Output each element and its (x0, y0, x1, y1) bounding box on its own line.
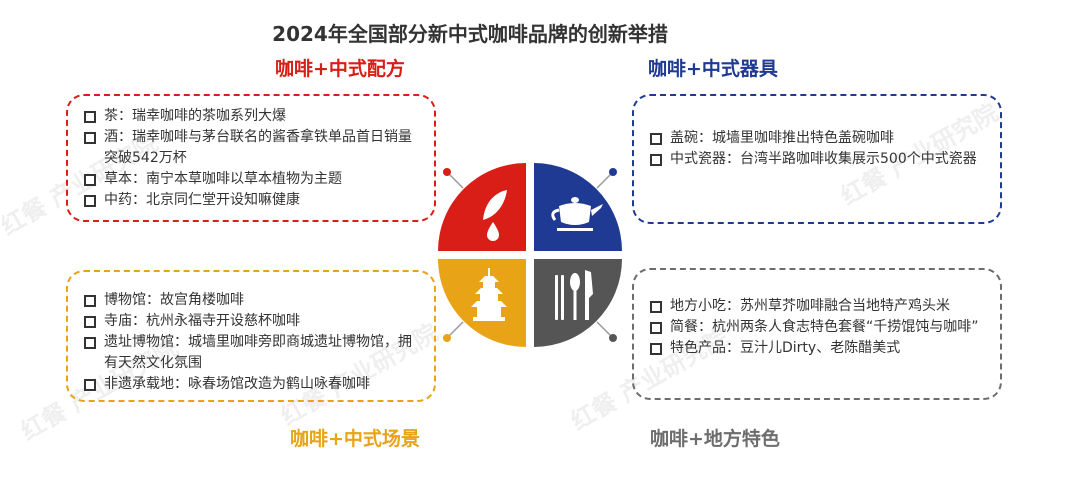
list-item: 简餐：杭州两条人食志特色套餐“千捞馄饨与咖啡” (648, 317, 988, 338)
connector-dot-yellow (443, 334, 451, 342)
heading-formula: 咖啡+中式配方 (275, 58, 405, 80)
list-item: 寺庙：杭州永福寺开设慈杯咖啡 (82, 311, 422, 332)
list-item: 茶：瑞幸咖啡的茶咖系列大爆 (82, 106, 422, 127)
local-box: 地方小吃：苏州草芥咖啡融合当地特产鸡头米 简餐：杭州两条人食志特色套餐“千捞馄饨… (632, 268, 1002, 400)
quadrant-red (438, 163, 526, 251)
connector-line (596, 321, 612, 337)
list-item: 非遗承载地：咏春场馆改造为鹤山咏春咖啡 (82, 374, 422, 395)
heading-utensils: 咖啡+中式器具 (648, 58, 778, 80)
formula-list: 茶：瑞幸咖啡的茶咖系列大爆 酒：瑞幸咖啡与茅台联名的酱香拿铁单品首日销量突破54… (82, 106, 422, 211)
list-item: 中式瓷器：台湾半路咖啡收集展示500个中式瓷器 (648, 149, 988, 170)
connector-line (448, 321, 464, 337)
list-item: 酒：瑞幸咖啡与茅台联名的酱香拿铁单品首日销量突破542万杯 (82, 127, 422, 169)
local-list: 地方小吃：苏州草芥咖啡融合当地特产鸡头米 简餐：杭州两条人食志特色套餐“千捞馄饨… (648, 296, 988, 359)
pagoda-icon (471, 268, 507, 321)
connector-line (448, 173, 464, 189)
list-item: 中药：北京同仁堂开设知嘛健康 (82, 190, 422, 211)
list-item: 特色产品：豆汁儿Dirty、老陈醋美式 (648, 338, 988, 359)
leaf-drop-icon (483, 190, 507, 241)
utensils-list: 盖碗：城墙里咖啡推出特色盖碗咖啡 中式瓷器：台湾半路咖啡收集展示500个中式瓷器 (648, 128, 988, 170)
connector-dot-blue (609, 168, 617, 176)
list-item: 盖碗：城墙里咖啡推出特色盖碗咖啡 (648, 128, 988, 149)
list-item: 博物馆：故宫角楼咖啡 (82, 290, 422, 311)
page-title: 2024年全国部分新中式咖啡品牌的创新举措 (272, 22, 668, 46)
scene-box: 博物馆：故宫角楼咖啡 寺庙：杭州永福寺开设慈杯咖啡 遗址博物馆：城墙里咖啡旁即商… (66, 270, 436, 402)
utensils-icon (555, 270, 593, 320)
formula-box: 茶：瑞幸咖啡的茶咖系列大爆 酒：瑞幸咖啡与茅台联名的酱香拿铁单品首日销量突破54… (66, 94, 436, 222)
utensils-box: 盖碗：城墙里咖啡推出特色盖碗咖啡 中式瓷器：台湾半路咖啡收集展示500个中式瓷器 (632, 94, 1002, 224)
list-item: 遗址博物馆：城墙里咖啡旁即商城遗址博物馆，拥有天然文化氛围 (82, 332, 422, 374)
connector-dot-grey (609, 334, 617, 342)
list-item: 地方小吃：苏州草芥咖啡融合当地特产鸡头米 (648, 296, 988, 317)
scene-list: 博物馆：故宫角楼咖啡 寺庙：杭州永福寺开设慈杯咖啡 遗址博物馆：城墙里咖啡旁即商… (82, 290, 422, 395)
heading-scene: 咖啡+中式场景 (290, 428, 420, 450)
connector-dot-red (443, 168, 451, 176)
quadrant-diagram (438, 163, 622, 347)
connector-line (596, 173, 612, 189)
heading-local: 咖啡+地方特色 (650, 428, 780, 450)
teapot-icon (551, 197, 603, 231)
list-item: 草本：南宁本草咖啡以草本植物为主题 (82, 169, 422, 190)
